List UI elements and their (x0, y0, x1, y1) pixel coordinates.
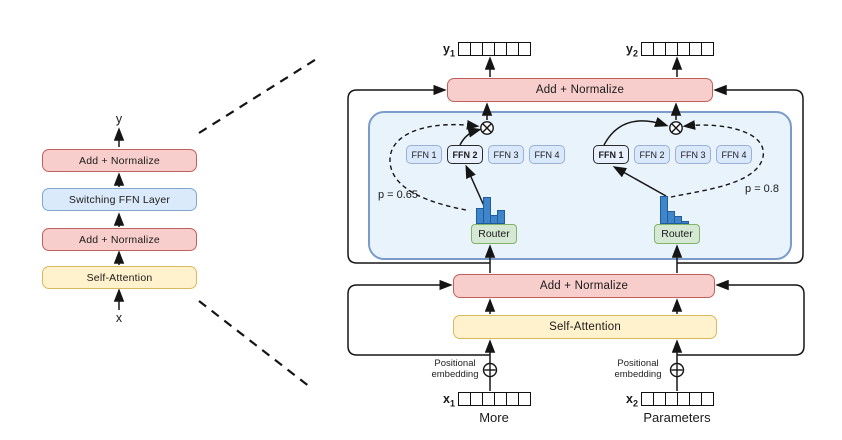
router-histogram-left (476, 197, 505, 224)
multiply-icon (480, 121, 494, 135)
gate-probability-left: p = 0.65 (377, 189, 419, 201)
zoom-connector-lines (198, 57, 319, 388)
left-add-normalize-top: Add + Normalize (42, 149, 197, 172)
self-attention: Self-Attention (453, 315, 717, 339)
input-x2-label: x2 (626, 392, 638, 409)
left-input-label: x (115, 311, 123, 325)
ffn-skip-connections (347, 84, 804, 264)
gate-probability-right: p = 0.8 (745, 183, 779, 195)
left-output-label: y (115, 112, 123, 126)
input-x2-embedding (641, 392, 714, 406)
input-x1-embedding (458, 392, 531, 406)
flow-arrows (481, 56, 683, 391)
ffn-2-left-selected: FFN 2 (447, 145, 483, 164)
ffn-1-right-selected: FFN 1 (593, 145, 629, 164)
switching-ffn-container (368, 111, 792, 260)
plus-icon (482, 362, 498, 378)
input-token-parameters: Parameters (643, 410, 711, 425)
router-left: Router (471, 224, 517, 244)
plus-icon (669, 362, 685, 378)
positional-embedding-label-left: Positional embedding (431, 358, 479, 380)
router-right: Router (654, 224, 700, 244)
positional-embedding-label-right: Positional embedding (614, 358, 662, 380)
ffn-2-right: FFN 2 (634, 145, 670, 164)
add-normalize-top: Add + Normalize (447, 78, 713, 102)
ffn-3-left: FFN 3 (488, 145, 524, 164)
output-y2-label: y2 (626, 42, 638, 59)
output-y1-label: y1 (443, 42, 455, 59)
input-token-more: More (479, 410, 509, 425)
attention-skip-connections (347, 279, 805, 356)
ffn-4-right: FFN 4 (716, 145, 752, 164)
gate-probability-loops (389, 120, 764, 211)
output-y1-embedding (458, 42, 531, 56)
add-normalize-bottom: Add + Normalize (453, 274, 715, 298)
left-add-normalize-bottom: Add + Normalize (42, 228, 197, 251)
multiply-icon (669, 121, 683, 135)
router-histogram-right (660, 196, 689, 224)
left-switching-ffn-layer: Switching FFN Layer (42, 188, 197, 211)
left-self-attention: Self-Attention (42, 266, 197, 289)
input-x1-label: x1 (443, 392, 455, 409)
ffn-3-right: FFN 3 (675, 145, 711, 164)
output-y2-embedding (641, 42, 714, 56)
ffn-1-left: FFN 1 (406, 145, 442, 164)
ffn-4-left: FFN 4 (529, 145, 565, 164)
